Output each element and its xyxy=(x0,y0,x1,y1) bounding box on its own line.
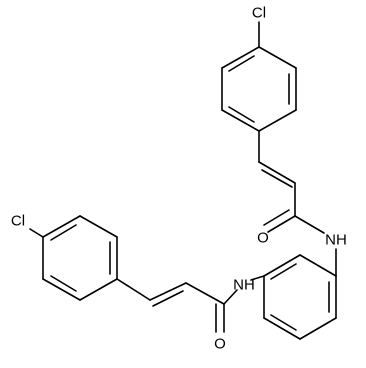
lower-acrylamide-chain xyxy=(116,275,265,333)
carbonyl-oxygen-label-bottom: O xyxy=(214,336,226,353)
central-benzene-ring xyxy=(263,254,337,340)
lower-c-cl-bond xyxy=(29,228,44,238)
lower-chlorophenyl-ring xyxy=(42,215,118,301)
upper-acrylamide-chain xyxy=(258,130,337,277)
upper-chlorophenyl-ring xyxy=(221,46,297,132)
amide-nh-label-top: NH xyxy=(325,232,347,249)
carbonyl-oxygen-label-top: O xyxy=(257,230,269,247)
amide-nh-label-bottom: NH xyxy=(233,277,255,294)
chlorine-label-top: Cl xyxy=(252,5,266,22)
chlorine-label-left: Cl xyxy=(11,213,25,230)
